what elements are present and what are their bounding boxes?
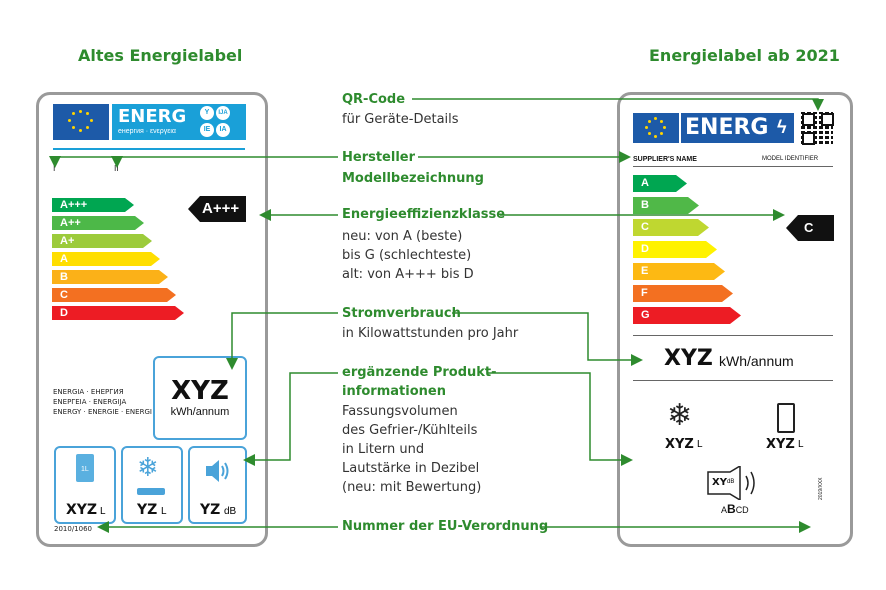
qr-connector bbox=[412, 98, 824, 111]
old-volume-unit: L bbox=[100, 506, 106, 517]
marker-ii: II bbox=[114, 164, 119, 173]
lang-code-badge: IE bbox=[200, 123, 214, 137]
model-title: Modellbezeichnung bbox=[342, 171, 484, 186]
star-rating-icon bbox=[137, 488, 165, 495]
qr-code-text: für Geräte-Details bbox=[342, 112, 459, 127]
old-class-bar: A bbox=[52, 252, 160, 266]
supplier-name: SUPPLIER'S NAME bbox=[633, 156, 697, 163]
new-consumption-value: XYZ bbox=[664, 346, 713, 371]
old-energy-word: ENERG bbox=[118, 106, 187, 127]
new-class-bar: D bbox=[633, 241, 717, 258]
noise-class-scale: ABCD bbox=[721, 502, 749, 516]
efficiency-text: bis G (schlechteste) bbox=[342, 248, 472, 263]
new-noise-value: XY bbox=[712, 477, 727, 488]
old-language-line: ENERGIA · ЕНЕРГИЯ bbox=[53, 388, 124, 396]
manufacturer-title: Hersteller bbox=[342, 150, 416, 165]
regulation-title: Nummer der EU-Verordnung bbox=[342, 519, 549, 534]
product-info-connector-right bbox=[488, 372, 633, 466]
lang-code-badge: IA bbox=[216, 123, 230, 137]
speaker-icon bbox=[707, 466, 755, 500]
new-divider bbox=[633, 335, 833, 336]
old-volume-box: 1L XYZ L bbox=[54, 446, 116, 524]
new-fridge-value: XYZ bbox=[766, 437, 795, 452]
old-divider bbox=[53, 148, 245, 150]
consumption-connector-left bbox=[226, 312, 338, 370]
new-freezer-unit: L bbox=[697, 439, 703, 450]
old-noise-value: YZ bbox=[200, 502, 221, 518]
product-info-text: des Gefrier-/Kühlteils bbox=[342, 423, 478, 438]
milk-carton-icon: 1L bbox=[76, 454, 94, 482]
old-freezer-unit: L bbox=[161, 506, 167, 517]
old-freezer-box: ❄ YZ L bbox=[121, 446, 183, 524]
old-noise-box: YZ dB bbox=[188, 446, 247, 524]
model-identifier: MODEL IDENTIFIER bbox=[762, 156, 819, 162]
old-regulation-number: 2010/1060 bbox=[54, 525, 92, 533]
old-energy-sub: енергия · ενεργεια bbox=[118, 128, 176, 135]
lang-code-badge: Y bbox=[200, 106, 214, 120]
lang-code-badge: IJA bbox=[216, 106, 230, 120]
new-label-heading: Energielabel ab 2021 bbox=[649, 46, 840, 65]
new-consumption-unit: kWh/annum bbox=[719, 353, 794, 369]
qr-code-icon bbox=[801, 112, 834, 145]
old-consumption-unit: kWh/annum bbox=[170, 406, 230, 418]
old-freezer-value: YZ bbox=[137, 502, 158, 518]
old-label-heading: Altes Energielabel bbox=[78, 46, 243, 65]
new-class-bar: E bbox=[633, 263, 725, 280]
new-class-bar: A bbox=[633, 175, 687, 192]
product-info-title: informationen bbox=[342, 384, 446, 399]
old-language-line: ENERGY · ENERGIE · ENERGI bbox=[53, 408, 152, 416]
manufacturer-connector-left bbox=[49, 156, 338, 168]
snowflake-icon: ❄ bbox=[137, 452, 159, 482]
qr-code-title: QR-Code bbox=[342, 92, 406, 107]
old-current-class-marker: A+++ bbox=[188, 196, 246, 222]
new-class-bar: B bbox=[633, 197, 699, 214]
eu-flag-icon bbox=[53, 104, 109, 140]
eu-flag-icon bbox=[633, 113, 679, 143]
old-volume-value: XYZ bbox=[66, 502, 98, 518]
efficiency-text: alt: von A+++ bis D bbox=[342, 267, 474, 282]
old-noise-unit: dB bbox=[224, 506, 237, 517]
product-info-text: Fassungsvolumen bbox=[342, 404, 458, 419]
speaker-icon bbox=[206, 460, 229, 482]
old-class-bar: A+++ bbox=[52, 198, 134, 212]
consumption-title: Stromverbrauch bbox=[342, 306, 461, 321]
old-class-bar: A++ bbox=[52, 216, 144, 230]
consumption-text: in Kilowattstunden pro Jahr bbox=[342, 326, 519, 341]
new-divider bbox=[633, 166, 833, 167]
old-energy-banner: ENERG енергия · ενεργεια Y IJA IE IA bbox=[112, 104, 246, 140]
product-info-text: (neu: mit Bewertung) bbox=[342, 480, 482, 495]
lightning-icon: ϟ bbox=[777, 117, 787, 137]
new-energy-word: ENERG bbox=[685, 115, 769, 140]
old-class-bar: D bbox=[52, 306, 184, 320]
new-fridge-unit: L bbox=[798, 439, 804, 450]
new-energy-banner: ENERG ϟ bbox=[681, 113, 794, 143]
new-freezer-value: XYZ bbox=[665, 437, 694, 452]
old-consumption-box: XYZ kWh/annum bbox=[153, 356, 247, 440]
new-noise-unit: dB bbox=[727, 479, 735, 485]
old-language-line: ΕΝΕΡΓΕΙΑ · ENERGIJA bbox=[53, 398, 127, 406]
old-class-bar: C bbox=[52, 288, 176, 302]
bottle-icon bbox=[777, 403, 795, 433]
consumption-connector-right bbox=[452, 312, 643, 366]
product-info-text: Lautstärke in Dezibel bbox=[342, 461, 480, 476]
efficiency-title: Energieeffizienzklasse bbox=[342, 207, 506, 222]
snowflake-icon: ❄ bbox=[667, 399, 693, 432]
old-consumption-value: XYZ bbox=[171, 376, 229, 406]
old-class-bar: A+ bbox=[52, 234, 152, 248]
product-info-connector-left bbox=[243, 372, 338, 466]
new-class-bar: C bbox=[633, 219, 709, 236]
product-info-title: ergänzende Produkt- bbox=[342, 365, 497, 380]
product-info-text: in Litern und bbox=[342, 442, 425, 457]
old-class-bar: B bbox=[52, 270, 168, 284]
new-class-bar: G bbox=[633, 307, 741, 324]
efficiency-text: neu: von A (beste) bbox=[342, 229, 463, 244]
new-divider bbox=[633, 380, 833, 381]
marker-i: I bbox=[53, 164, 56, 173]
new-class-bar: F bbox=[633, 285, 733, 302]
